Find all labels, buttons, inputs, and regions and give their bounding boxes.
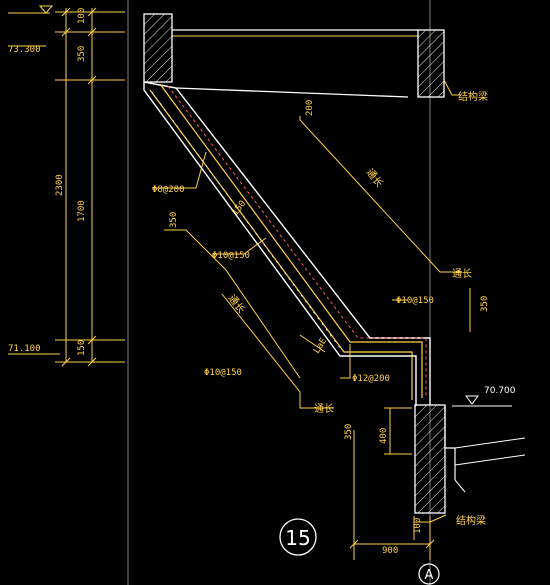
leader-lines <box>152 79 462 523</box>
through-long-label: 通长 <box>314 403 334 415</box>
sheet-number: 15 <box>285 526 310 550</box>
dim-100-foot: 100 <box>413 518 423 534</box>
left-dimension-chain <box>55 7 125 367</box>
elevation-top: 73.300 <box>8 45 41 55</box>
dim-900: 900 <box>382 546 398 556</box>
rebar-label: Φ10@150 <box>396 296 434 306</box>
dim-350-left: 350 <box>169 212 179 228</box>
through-long-label: 通长 <box>452 268 472 280</box>
lae-label: LaE <box>312 336 329 355</box>
bottom-beam <box>414 404 446 514</box>
dim-1700: 1700 <box>77 200 87 222</box>
rebar-label: Φ12@200 <box>352 374 390 384</box>
axis-bubble <box>418 563 440 585</box>
top-left-beam <box>143 13 173 83</box>
dim-150-bottom: 150 <box>77 340 87 356</box>
through-long-label: 通长 <box>364 166 386 189</box>
right-dimensions <box>349 288 471 560</box>
rebar-label: Φ10@150 <box>204 368 242 378</box>
sheet-number-circle <box>279 518 317 556</box>
top-landing-slab <box>143 13 445 98</box>
dim-400: 400 <box>379 428 389 444</box>
axis-label: A <box>425 568 434 583</box>
elevation-marker-top <box>8 5 54 47</box>
dim-350: 350 <box>77 46 87 62</box>
elevation-marker-right <box>452 395 512 407</box>
top-right-beam <box>417 29 445 98</box>
dim-2300: 2300 <box>55 174 65 196</box>
stair-flight <box>143 81 526 514</box>
elevation-bottom: 71.100 <box>8 344 41 354</box>
dim-350-right: 350 <box>480 296 490 312</box>
rebar-label: Φ10@150 <box>212 251 250 261</box>
dim-350-low: 350 <box>344 424 354 440</box>
elevation-right: 70.700 <box>484 386 516 396</box>
beam-label-bottom: 结构梁 <box>456 514 486 527</box>
dim-100-top: 100 <box>77 8 87 24</box>
beam-label-top: 结构梁 <box>458 90 488 103</box>
rebar-label: Φ8@200 <box>152 185 185 195</box>
dim-200: 200 <box>305 100 315 116</box>
